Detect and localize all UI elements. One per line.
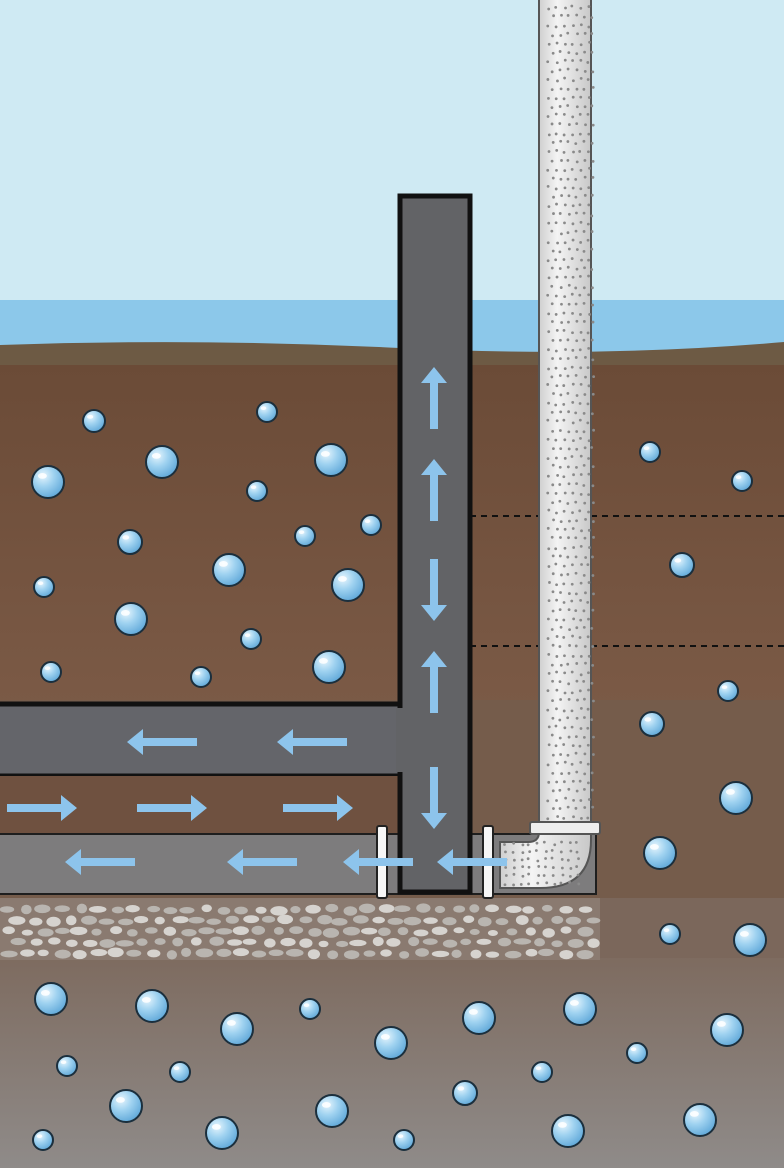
water-bubble-icon (256, 401, 278, 423)
water-bubble-icon (114, 602, 148, 636)
water-bubble-icon (374, 1026, 408, 1060)
water-bubble-icon (551, 1114, 585, 1148)
water-bubble-icon (169, 1061, 191, 1083)
water-bubble-icon (240, 628, 262, 650)
water-bubble-icon (626, 1042, 648, 1064)
flow-arrow-icon (421, 459, 447, 521)
flow-arrow-icon (127, 729, 197, 755)
water-bubble-icon (639, 711, 665, 737)
water-bubble-icon (639, 441, 661, 463)
flow-arrow-icon (343, 849, 413, 875)
water-bubble-icon (669, 552, 695, 578)
water-bubble-icon (40, 661, 62, 683)
flow-arrow-icon (7, 795, 77, 821)
water-bubble-icon (719, 781, 753, 815)
flow-arrow-icon (437, 849, 507, 875)
water-bubble-icon (246, 480, 268, 502)
water-bubble-icon (82, 409, 106, 433)
water-bubble-icon (315, 1094, 349, 1128)
water-bubble-icon (205, 1116, 239, 1150)
gravel-stones (0, 903, 601, 960)
flow-arrow-icon (421, 767, 447, 829)
water-bubble-icon (314, 443, 348, 477)
flow-arrow-icon (277, 729, 347, 755)
flow-arrow-icon (421, 559, 447, 621)
water-bubble-icon (33, 576, 55, 598)
flow-arrows (7, 367, 507, 875)
water-bubble-icon (452, 1080, 478, 1106)
water-bubble-icon (32, 1129, 54, 1151)
sky-region (0, 0, 784, 305)
water-bubble-icon (145, 445, 179, 479)
water-bubble-icon (462, 1001, 496, 1035)
topsoil-layer (0, 365, 784, 710)
water-bubble-icon (717, 680, 739, 702)
water-bubble-icon (683, 1103, 717, 1137)
water-bubble-icon (733, 923, 767, 957)
flow-arrow-icon (65, 849, 135, 875)
flow-arrow-icon (137, 795, 207, 821)
water-bubble-icon (135, 989, 169, 1023)
water-bubble-icon (731, 470, 753, 492)
water-bubbles (31, 401, 767, 1151)
flow-arrow-icon (283, 795, 353, 821)
pipe-junction-cover (396, 708, 466, 772)
water-bubble-icon (212, 553, 246, 587)
water-bubble-icon (710, 1013, 744, 1047)
flow-arrow-icon (421, 367, 447, 429)
water-bubble-icon (117, 529, 143, 555)
water-bubble-icon (299, 998, 321, 1020)
water-bubble-icon (34, 982, 68, 1016)
water-bubble-icon (220, 1012, 254, 1046)
perforated-casing-pipe (538, 0, 592, 827)
water-bubble-icon (393, 1129, 415, 1151)
flow-arrow-icon (227, 849, 297, 875)
casing-perforations (503, 4, 596, 887)
water-bubble-icon (331, 568, 365, 602)
casing-elbow (499, 825, 592, 889)
water-bubble-icon (360, 514, 382, 536)
flow-arrow-icon (421, 651, 447, 713)
water-bubble-icon (531, 1061, 553, 1083)
water-bubble-icon (659, 923, 681, 945)
water-bubble-icon (109, 1089, 143, 1123)
casing-collar (529, 821, 601, 835)
upper-horizontal-drain-pipe (0, 701, 473, 779)
water-bubble-icon (56, 1055, 78, 1077)
water-bubble-icon (190, 666, 212, 688)
water-bubble-icon (312, 650, 346, 684)
water-bubble-icon (563, 992, 597, 1026)
water-bubble-icon (31, 465, 65, 499)
water-bubble-icon (643, 836, 677, 870)
water-bubble-icon (294, 525, 316, 547)
